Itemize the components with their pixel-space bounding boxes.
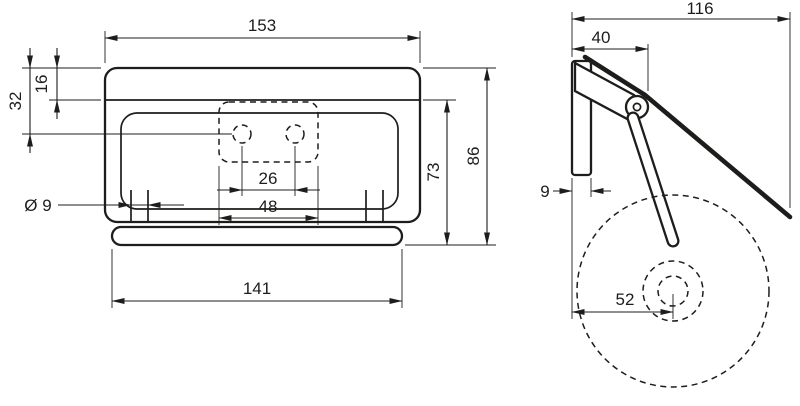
paper-roll-core bbox=[642, 260, 704, 322]
dim-top-to-front-edge-label: 16 bbox=[32, 75, 51, 94]
dim-bar-diameter-label: Ø 9 bbox=[24, 196, 51, 215]
screw-hole-right bbox=[285, 124, 305, 144]
front-view: 153 86 73 141 48 26 16 32 Ø 9 bbox=[6, 16, 496, 308]
dim-overall-height-label: 86 bbox=[464, 147, 483, 166]
dim-overall-width-label: 153 bbox=[248, 16, 276, 35]
dim-wall-plate-depth-label: 9 bbox=[540, 182, 549, 201]
side-view: 116 40 9 52 bbox=[540, 0, 793, 388]
dim-top-to-hole-center-label: 32 bbox=[6, 92, 25, 111]
hinge-pin-circle bbox=[632, 102, 642, 112]
holder-body-outline bbox=[103, 66, 422, 224]
paper-roll-outline bbox=[576, 194, 770, 388]
recess-outline bbox=[120, 112, 399, 210]
dim-plate-width-label: 48 bbox=[259, 197, 278, 216]
dim-hole-spacing-label: 26 bbox=[259, 169, 278, 188]
dim-bar-length-label: 141 bbox=[243, 279, 271, 298]
cover-flap-line bbox=[582, 54, 793, 220]
dim-overall-depth-label: 116 bbox=[686, 0, 713, 18]
dim-roll-center-offset-label: 52 bbox=[616, 290, 635, 309]
roll-bar-outline bbox=[110, 225, 404, 247]
screw-hole-left bbox=[232, 124, 252, 144]
mounting-plate-hidden bbox=[218, 101, 319, 163]
roll-arm-inner bbox=[628, 113, 678, 246]
dim-front-height-label: 73 bbox=[424, 163, 443, 182]
dim-bracket-depth-label: 40 bbox=[592, 28, 611, 47]
